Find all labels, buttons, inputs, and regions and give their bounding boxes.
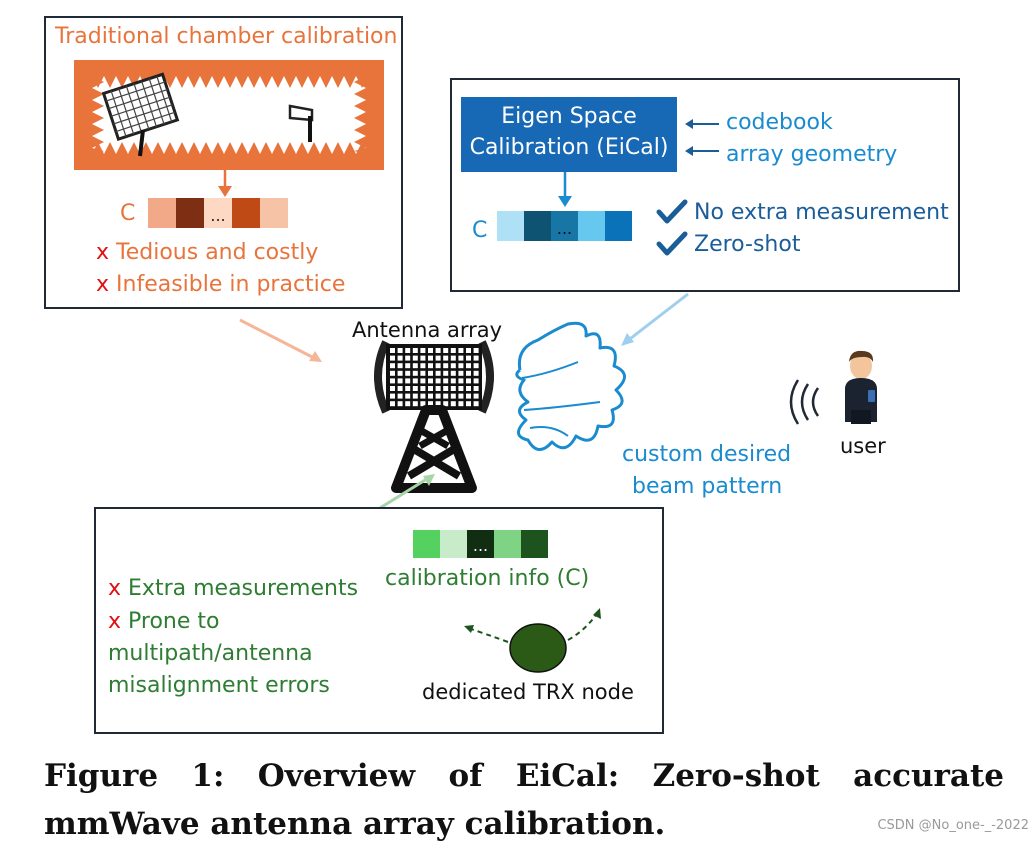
vector-cell: [148, 198, 176, 228]
vector-cell: [524, 211, 551, 241]
watermark: CSDN @No_one-_-2022: [877, 818, 1029, 833]
figure-caption: Figure 1: Overview of EiCal: Zero-shot a…: [44, 752, 1004, 848]
input-arrows: [685, 119, 719, 156]
vector-cell: [176, 198, 204, 228]
antenna-tower-icon: [374, 340, 494, 493]
beam-pattern-line-2: beam pattern: [632, 474, 783, 499]
chamber-antenna-panel-icon: [101, 72, 180, 157]
x-mark-icon: x: [96, 240, 110, 265]
antenna-array-label: Antenna array: [352, 318, 503, 342]
traditional-title: Traditional chamber calibration: [55, 24, 398, 49]
traditional-c-label: C: [120, 201, 136, 226]
caption-line-1: Figure 1: Overview of EiCal: Zero-shot a…: [44, 758, 1004, 794]
vector-cell: [605, 211, 632, 241]
vector-cell: ...: [467, 530, 494, 558]
input-codebook: codebook: [726, 110, 833, 135]
horn-antenna-icon: [288, 104, 314, 142]
signal-waves-icon: [789, 379, 820, 425]
vector-cell: [494, 530, 521, 558]
eical-method-line-2: Calibration (EiCal): [469, 135, 669, 160]
con-text: Extra measurements: [128, 576, 359, 601]
dedicated-con-2-cont-2: misalignment errors: [108, 673, 330, 698]
con-text: Prone to: [128, 609, 220, 634]
vector-cell: ...: [551, 211, 578, 241]
vector-cell: [440, 530, 467, 558]
user-label: user: [840, 434, 886, 458]
input-array-geometry: array geometry: [726, 142, 898, 167]
dedicated-trx-panel: [94, 507, 664, 734]
x-mark-icon: x: [108, 609, 122, 634]
eical-pro-1: No extra measurement: [694, 200, 949, 225]
vector-cell: ...: [204, 198, 232, 228]
anechoic-chamber-illustration: [74, 60, 384, 170]
vector-cell: [232, 198, 260, 228]
eical-c-label: C: [472, 218, 488, 243]
vector-cell: [413, 530, 440, 558]
down-arrow-blue: [558, 172, 572, 207]
eical-method-line-1: Eigen Space: [501, 104, 637, 129]
checkmark-icon: [656, 231, 688, 256]
vector-cell: [260, 198, 288, 228]
eical-method-box: [461, 97, 677, 172]
beam-pattern-icon: [515, 321, 626, 451]
caption-line-2: mmWave antenna array calibration.: [44, 806, 666, 842]
eical-pro-2: Zero-shot: [694, 232, 801, 257]
vector-cell: [521, 530, 548, 558]
dedicated-con-2-cont-1: multipath/antenna: [108, 641, 313, 666]
user-avatar-icon: [845, 350, 877, 424]
con-text: Tedious and costly: [116, 240, 319, 265]
x-mark-icon: x: [96, 272, 110, 297]
checkmark-icon: [656, 199, 688, 224]
trx-node-icon: [464, 608, 601, 673]
vector-cell: [578, 211, 605, 241]
down-arrow-orange: [218, 170, 232, 197]
vector-cell: [497, 211, 524, 241]
x-mark-icon: x: [108, 576, 122, 601]
beam-pattern-line-1: custom desired: [622, 442, 792, 467]
calibration-info-label: calibration info (C): [385, 566, 590, 591]
con-text: Infeasible in practice: [116, 272, 346, 297]
trx-node-label: dedicated TRX node: [422, 680, 634, 704]
